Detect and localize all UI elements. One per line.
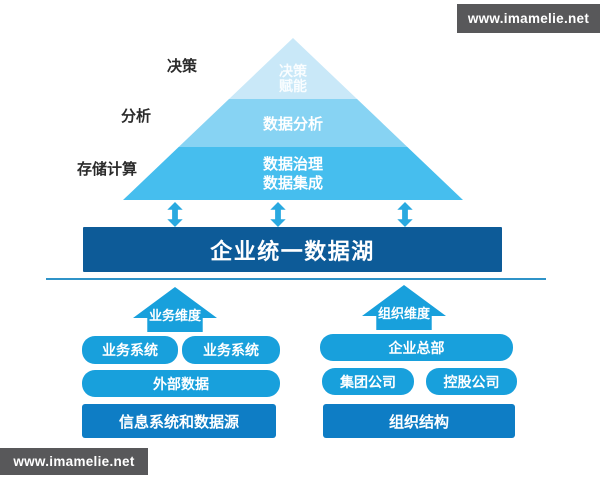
group-company-box: 集团公司	[322, 368, 414, 395]
business-dimension-up-arrow-icon: 业务维度	[133, 287, 217, 332]
pyramid-side-label-storage-compute: 存储计算	[77, 161, 138, 178]
pyramid-level1-line1: 决策	[279, 63, 307, 79]
double-arrow-icon	[167, 202, 183, 227]
watermark-top: www.imamelie.net	[457, 4, 600, 33]
pyramid-level-governance-integration: 数据治理 数据集成	[123, 147, 463, 200]
watermark-bottom: www.imamelie.net	[0, 448, 148, 475]
pyramid-level3-line1: 数据治理	[262, 155, 323, 173]
unified-data-lake-bar: 企业统一数据湖	[83, 227, 502, 272]
enterprise-headquarters-box: 企业总部	[320, 334, 513, 361]
information-systems-data-sources-box: 信息系统和数据源	[82, 404, 276, 438]
pyramid-level3-line2: 数据集成	[262, 174, 323, 192]
pyramid-side-label-decision: 决策	[167, 58, 198, 75]
double-arrow-icon	[397, 202, 413, 227]
business-dimension-label: 业务维度	[148, 308, 201, 323]
external-data-box: 外部数据	[82, 370, 280, 397]
double-arrow-icon	[270, 202, 286, 227]
organization-structure-box: 组织结构	[323, 404, 515, 438]
pyramid-level-data-analysis: 数据分析	[123, 99, 463, 147]
pyramid-level2-line1: 数据分析	[262, 115, 323, 133]
holding-company-box: 控股公司	[426, 368, 517, 395]
divider-line	[46, 278, 546, 280]
pyramid-side-label-analysis: 分析	[121, 108, 152, 125]
pyramid-level1-line2: 赋能	[279, 78, 307, 94]
organization-dimension-label: 组织维度	[377, 306, 430, 321]
business-system-box-left: 业务系统	[82, 336, 178, 364]
organization-dimension-up-arrow-icon: 组织维度	[362, 285, 446, 330]
business-system-box-right: 业务系统	[182, 336, 280, 364]
